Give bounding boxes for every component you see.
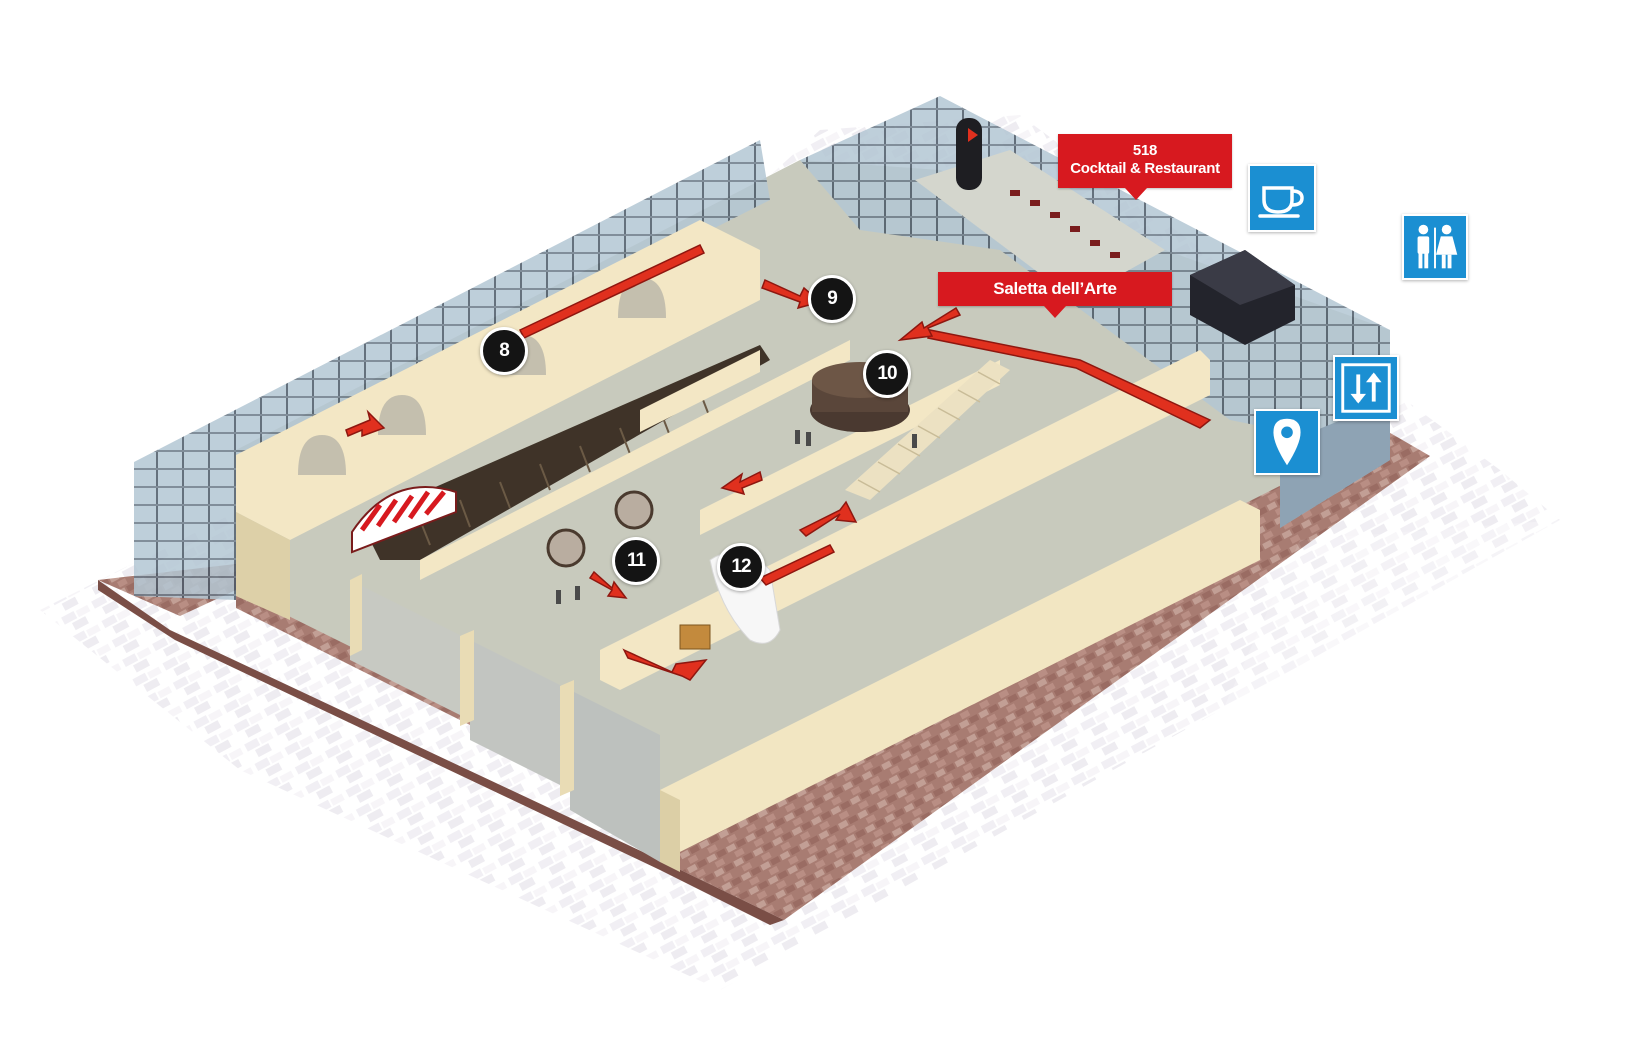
location-pin-glyph (1273, 418, 1301, 466)
base-edge (98, 580, 784, 925)
exhibit-marker-10[interactable]: 10 (863, 350, 911, 398)
glass-facade-left (134, 140, 770, 600)
front-room-3 (570, 690, 660, 862)
front-partition-3 (560, 680, 574, 796)
visitor-figures (556, 430, 917, 604)
front-wall-shade (660, 790, 680, 872)
striped-canopy (351, 486, 457, 554)
wooden-chest (679, 624, 711, 650)
exhibit-marker-11[interactable]: 11 (612, 537, 660, 585)
main-staircase (845, 360, 1010, 500)
exhibit-marker-12[interactable]: 12 (717, 543, 765, 591)
coffee-cup-glyph (1258, 186, 1304, 218)
elevator-glyph (1341, 363, 1391, 413)
canopy-stripes (359, 490, 446, 532)
restaurant-callout-name: Cocktail & Restaurant (1070, 160, 1220, 177)
restroom-glyph (1417, 224, 1458, 269)
gallery-wall-1 (420, 340, 850, 580)
exhibit-marker-9[interactable]: 9 (808, 275, 856, 323)
globe-exhibit-2 (546, 528, 586, 568)
glass-facade-right (1280, 400, 1390, 528)
elevator-icon[interactable] (1333, 355, 1399, 421)
lantern-accent (968, 128, 978, 142)
coffee-cup-icon[interactable] (1248, 164, 1316, 232)
front-partition-1 (350, 574, 362, 656)
stair-steps (857, 371, 1001, 493)
front-wall (660, 500, 1260, 862)
saletta-arte-callout[interactable]: Saletta dell’Arte (938, 272, 1172, 318)
saletta-arte-label: Saletta dell’Arte (993, 279, 1117, 298)
route-path (345, 244, 1212, 681)
gallery-wall-5 (850, 410, 1100, 560)
restaurant-callout[interactable]: 518 Cocktail & Restaurant (1058, 134, 1232, 200)
restaurant-tables (1010, 190, 1120, 258)
gallery-wall-2 (640, 350, 760, 432)
gallery-wall-3 (700, 360, 1000, 535)
globe-exhibit-1 (614, 490, 654, 530)
restroom-icon[interactable] (1402, 214, 1468, 280)
arcade-wall-front (236, 512, 290, 620)
front-partition-2 (460, 630, 474, 726)
front-room-2 (470, 640, 570, 790)
restaurant-deck (915, 150, 1165, 300)
edge-fade (1200, 520, 1560, 760)
restaurant-callout-number: 518 (1132, 142, 1158, 159)
location-pin-icon[interactable] (1254, 409, 1320, 475)
exhibit-marker-8[interactable]: 8 (480, 327, 528, 375)
front-room-1 (350, 580, 470, 720)
dark-kiosk-top (1190, 250, 1295, 305)
